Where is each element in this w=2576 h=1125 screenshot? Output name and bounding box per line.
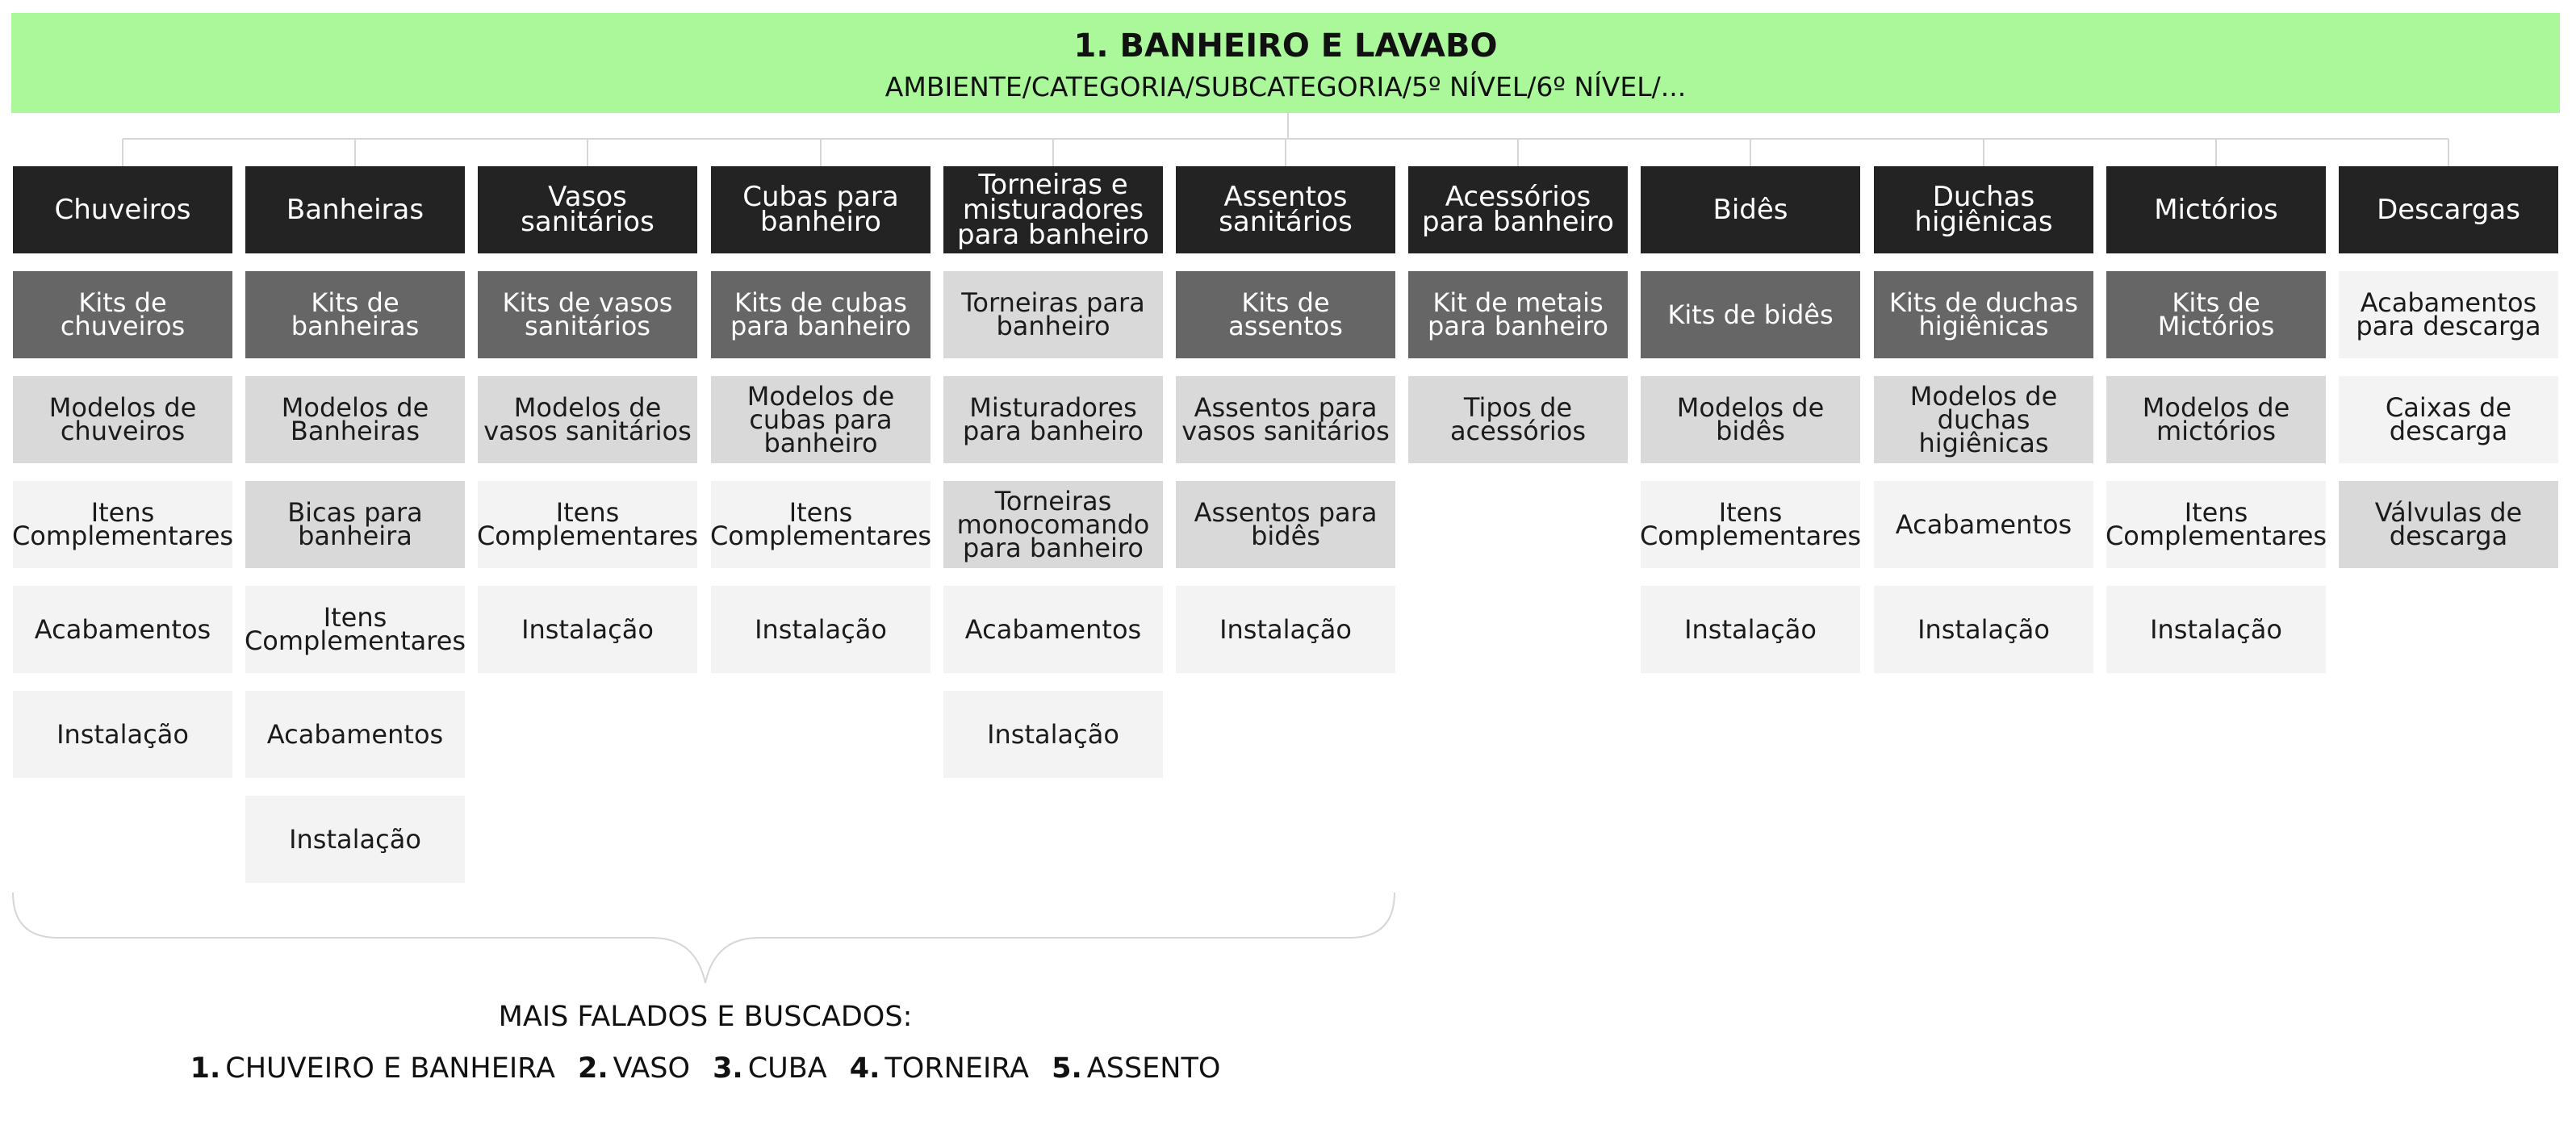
most-searched-item: 3.CUBA <box>713 1049 827 1088</box>
subcategory-node: Acabamentos <box>13 586 232 673</box>
item-number: 5. <box>1052 1052 1082 1085</box>
item-label: ASSENTO <box>1086 1052 1221 1085</box>
most-searched-list: 1.CHUVEIRO E BANHEIRA 2.VASO 3.CUBA 4.TORNE… <box>0 1049 1411 1088</box>
subcategory-node: Itens Complementares <box>12 481 233 568</box>
category-node: Mictórios <box>2106 166 2326 253</box>
category-node: Cubas para banheiro <box>711 166 930 253</box>
taxonomy-header: 1. BANHEIRO E LAVABO AMBIENTE/CATEGORIA/… <box>11 13 2560 113</box>
subcategory-node: Instalação <box>1874 586 2093 673</box>
subcategory-node: Instalação <box>1176 586 1395 673</box>
subcategory-node: Modelos de duchas higiênicas <box>1874 376 2093 463</box>
subcategory-node: Instalação <box>1641 586 1860 673</box>
subcategory-node: Torneiras para banheiro <box>943 271 1163 358</box>
subcategory-node: Itens Complementares <box>2106 481 2327 568</box>
subcategory-node: Kits de assentos <box>1176 271 1395 358</box>
subcategory-node: Itens Complementares <box>245 586 466 673</box>
subcategory-node: Modelos de chuveiros <box>13 376 232 463</box>
subcategory-node: Acabamentos <box>1874 481 2093 568</box>
subcategory-node: Kits de cubas para banheiro <box>711 271 930 358</box>
subcategory-node: Kits de vasos sanitários <box>478 271 697 358</box>
subcategory-node: Instalação <box>478 586 697 673</box>
item-number: 4. <box>849 1052 880 1085</box>
item-label: CHUVEIRO E BANHEIRA <box>225 1052 555 1085</box>
subcategory-node: Modelos de mictórios <box>2106 376 2326 463</box>
subcategory-node: Instalação <box>711 586 930 673</box>
item-label: VASO <box>613 1052 691 1085</box>
subcategory-node: Instalação <box>943 691 1163 778</box>
subcategory-node: Kits de Mictórios <box>2106 271 2326 358</box>
most-searched-item: 1.CHUVEIRO E BANHEIRA <box>190 1049 555 1088</box>
subcategory-node: Acabamentos para descarga <box>2339 271 2558 358</box>
category-node: Banheiras <box>245 166 465 253</box>
subcategory-node: Tipos de acessórios <box>1408 376 1628 463</box>
item-label: TORNEIRA <box>884 1052 1030 1085</box>
subcategory-node: Válvulas de descarga <box>2339 481 2558 568</box>
most-searched-item: 5.ASSENTO <box>1052 1049 1220 1088</box>
item-number: 1. <box>190 1052 221 1085</box>
subcategory-node: Acabamentos <box>245 691 465 778</box>
subcategory-node: Kits de bidês <box>1641 271 1860 358</box>
subcategory-node: Itens Complementares <box>1640 481 1861 568</box>
category-node: Torneiras e misturadores para banheiro <box>943 166 1163 253</box>
subcategory-node: Modelos de vasos sanitários <box>478 376 697 463</box>
subcategory-node: Modelos de bidês <box>1641 376 1860 463</box>
category-node: Duchas higiênicas <box>1874 166 2093 253</box>
category-node: Vasos sanitários <box>478 166 697 253</box>
subcategory-node: Modelos de Banheiras <box>245 376 465 463</box>
subcategory-node: Modelos de cubas para banheiro <box>711 376 930 463</box>
subcategory-node: Kits de chuveiros <box>13 271 232 358</box>
category-node: Assentos sanitários <box>1176 166 1395 253</box>
subcategory-node: Instalação <box>2106 586 2326 673</box>
subcategory-node: Bicas para banheira <box>245 481 465 568</box>
subcategory-node: Instalação <box>13 691 232 778</box>
most-searched-item: 2.VASO <box>578 1049 690 1088</box>
item-number: 3. <box>713 1052 743 1085</box>
subcategory-node: Kits de banheiras <box>245 271 465 358</box>
subcategory-node: Assentos para vasos sanitários <box>1176 376 1395 463</box>
category-node: Bidês <box>1641 166 1860 253</box>
subcategory-node: Kit de metais para banheiro <box>1408 271 1628 358</box>
subcategory-node: Itens Complementares <box>710 481 931 568</box>
subcategory-node: Assentos para bidês <box>1176 481 1395 568</box>
header-subtitle: AMBIENTE/CATEGORIA/SUBCATEGORIA/5º NÍVEL… <box>884 71 1687 102</box>
header-title: 1. BANHEIRO E LAVABO <box>1073 27 1498 65</box>
category-node: Descargas <box>2339 166 2558 253</box>
category-node: Acessórios para banheiro <box>1408 166 1628 253</box>
subcategory-node: Instalação <box>245 796 465 883</box>
subcategory-node: Caixas de descarga <box>2339 376 2558 463</box>
most-searched-title: MAIS FALADOS E BUSCADOS: <box>498 1001 913 1033</box>
subcategory-node: Acabamentos <box>943 586 1163 673</box>
item-number: 2. <box>578 1052 608 1085</box>
subcategory-node: Torneiras monocomando para banheiro <box>943 481 1163 568</box>
most-searched-item: 4.TORNEIRA <box>850 1049 1029 1088</box>
category-node: Chuveiros <box>13 166 232 253</box>
subcategory-node: Kits de duchas higiênicas <box>1874 271 2093 358</box>
subcategory-node: Misturadores para banheiro <box>943 376 1163 463</box>
item-label: CUBA <box>747 1052 827 1085</box>
subcategory-node: Itens Complementares <box>477 481 698 568</box>
